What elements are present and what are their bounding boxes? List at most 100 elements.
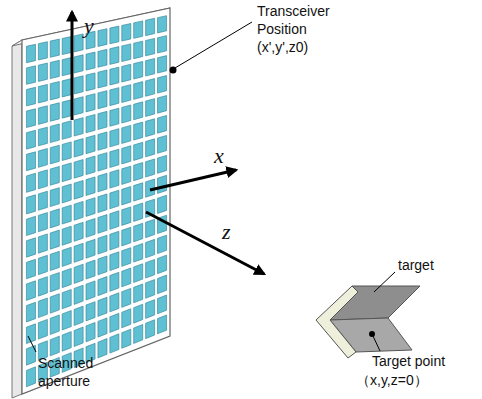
antenna-cell [122,44,131,62]
antenna-cell [98,111,107,129]
target-point-dot [369,331,375,337]
antenna-cell [98,194,107,213]
antenna-cell [134,163,143,181]
antenna-cell [62,247,71,266]
antenna-cell [86,239,95,258]
antenna-cell [38,84,47,103]
antenna-cell [26,109,35,128]
antenna-cell [158,16,167,33]
antenna-cell [134,122,143,140]
antenna-cell [38,298,47,318]
antenna-cell [146,79,155,97]
antenna-cell [50,230,59,249]
antenna-cell [38,213,47,232]
antenna-cell [158,255,167,274]
antenna-cell [62,184,71,203]
antenna-cell [38,127,47,146]
antenna-cell [110,67,119,85]
antenna-cell [134,223,143,242]
antenna-cell [158,175,167,193]
antenna-cell [26,302,35,322]
antenna-cell [50,39,59,57]
antenna-cell [110,47,119,65]
antenna-cell [158,195,167,213]
antenna-cell [158,275,167,294]
antenna-cell [86,156,95,175]
antenna-cell [86,260,95,279]
antenna-array [12,8,170,398]
antenna-cell [62,121,71,140]
antenna-cell [50,209,59,228]
antenna-cell [134,264,143,283]
antenna-cell [98,173,107,192]
antenna-cell [134,284,143,303]
antenna-cell [110,211,119,230]
antenna-cell [122,207,131,226]
antenna-cell [38,319,47,339]
antenna-cell [26,281,35,301]
antenna-cell [158,115,167,133]
antenna-cell [146,259,155,278]
antenna-cell [98,91,107,109]
antenna-cell [122,329,131,348]
antenna-cell [26,238,35,257]
callout-label: Scanned aperture [38,354,122,390]
antenna-cell [74,306,83,325]
antenna-cell [134,41,143,59]
callout-label: target [398,256,434,274]
antenna-cell [122,105,131,123]
antenna-cell [134,324,143,343]
antenna-cell [158,56,167,73]
antenna-cell [62,268,71,287]
antenna-cell [38,149,47,168]
antenna-cell [110,190,119,209]
antenna-cell [134,21,143,38]
antenna-cell [26,44,35,62]
antenna-cell [158,315,167,334]
antenna-cell [26,216,35,235]
antenna-cell [134,203,143,221]
antenna-cell [62,37,71,55]
axis-label: x [214,144,224,168]
antenna-cell [62,311,71,330]
antenna-cell [74,243,83,262]
antenna-cell [110,108,119,126]
antenna-cell [122,227,131,246]
antenna-cell [110,252,119,271]
antenna-cell [98,49,107,67]
antenna-cell [38,191,47,210]
antenna-cell [134,82,143,100]
antenna-cell [62,332,71,352]
antenna-cell [134,243,143,262]
antenna-cell [26,130,35,149]
antenna-cell [74,34,83,52]
antenna-cell [122,309,131,328]
antenna-cell [122,268,131,287]
callout-label: Transceiver Position [257,2,367,38]
antenna-cell [26,152,35,171]
antenna-cell [74,327,83,346]
callout-label: Target point [372,352,445,370]
antenna-cell [26,324,35,344]
antenna-cell [122,24,131,42]
antenna-cell [50,103,59,122]
antenna-cell [74,55,83,73]
antenna-cell [50,166,59,185]
antenna-cell [146,300,155,319]
antenna-cell [122,187,131,205]
antenna-cell [50,315,59,335]
antenna-cell [74,201,83,220]
antenna-cell [50,188,59,207]
antenna-cell [158,76,167,94]
antenna-cell [38,170,47,189]
antenna-cell [38,277,47,296]
antenna-cell [134,102,143,120]
antenna-cell [110,313,119,332]
antenna-cell [122,166,131,184]
axis-arrows [72,12,264,274]
antenna-cell [74,118,83,136]
antenna-cell [158,135,167,153]
antenna-cell [110,293,119,312]
